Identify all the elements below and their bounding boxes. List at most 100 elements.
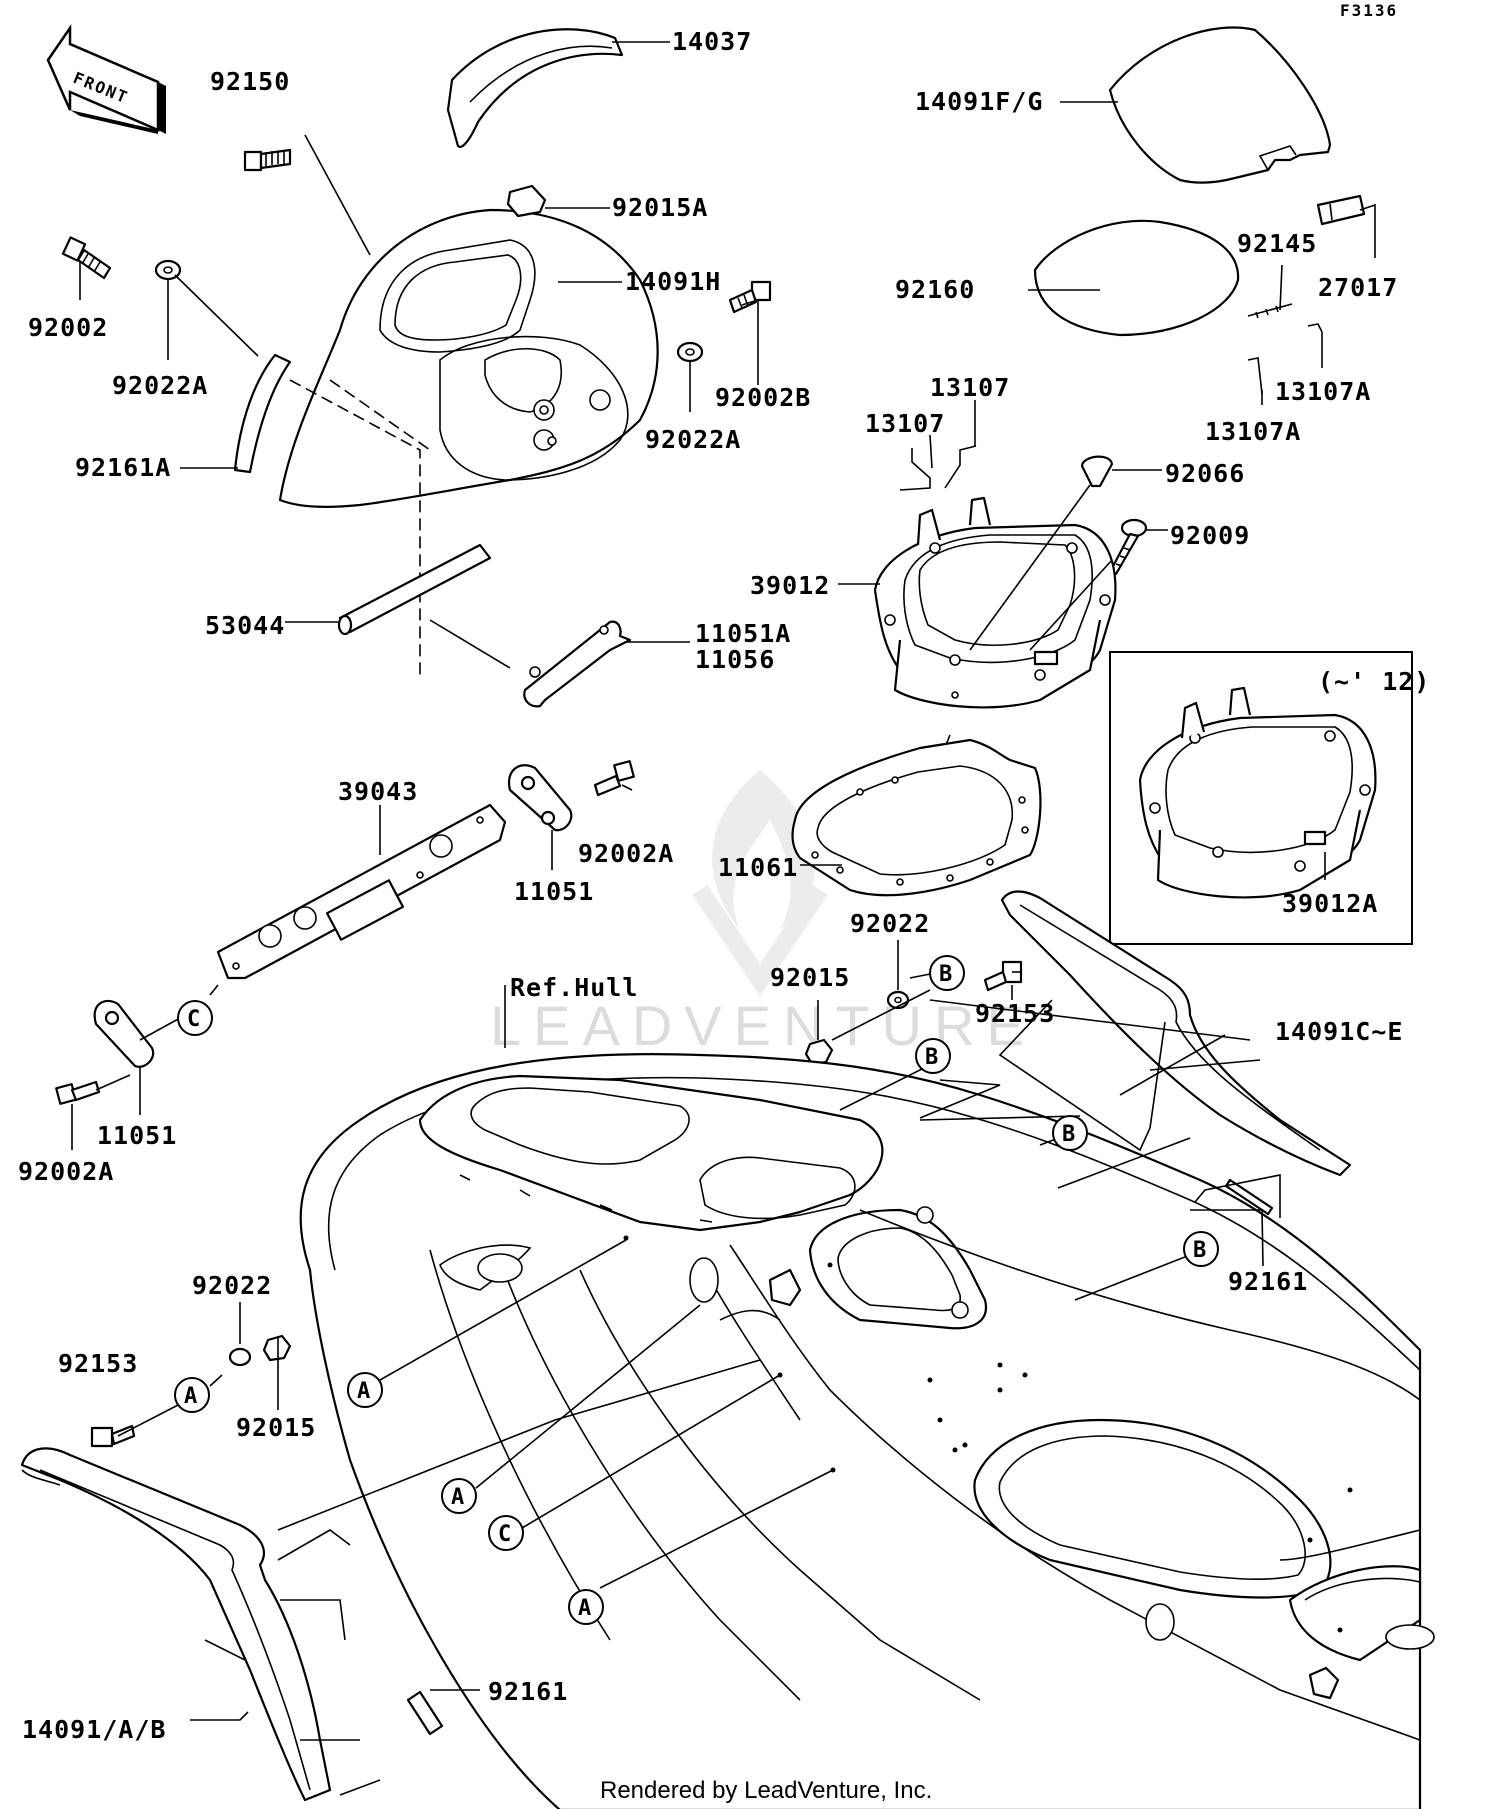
- front-arrow-icon: FRONT: [46, 23, 166, 134]
- svg-text:A: A: [184, 1384, 197, 1409]
- callout-B-1: B: [929, 955, 965, 991]
- part-92161-bottom-shape: [406, 1690, 444, 1736]
- part-11051A-11056-shape: [523, 620, 632, 708]
- svg-text:C: C: [187, 1007, 200, 1032]
- part-13107-shapes: [899, 445, 977, 491]
- part-labels: 14037 14091F/G 92150 92015A 14091H 92002…: [18, 27, 1430, 1744]
- callout-A-1: A: [174, 1377, 210, 1413]
- footer-credit: Rendered by LeadVenture, Inc.: [600, 1777, 932, 1804]
- variant-inset-box: [1109, 651, 1413, 945]
- label-39012: 39012: [750, 571, 830, 600]
- callout-B-3: B: [1052, 1115, 1088, 1151]
- label-14091FG: 14091F/G: [915, 87, 1043, 116]
- callouts: C B B B B A A A C A: [174, 955, 1219, 1625]
- label-11056: 11056: [695, 645, 775, 674]
- part-11051-top-shape: [507, 764, 573, 832]
- label-13107A-a: 13107A: [1275, 377, 1371, 406]
- callout-A-2: A: [347, 1372, 383, 1408]
- label-92066: 92066: [1165, 459, 1245, 488]
- label-92153-bot: 92153: [58, 1349, 138, 1378]
- part-14091H-shape: [278, 208, 659, 508]
- label-11051A: 11051A: [695, 619, 791, 648]
- label-92022-mid: 92022: [850, 909, 930, 938]
- part-11061-shape: [791, 738, 1042, 897]
- label-39043: 39043: [338, 777, 418, 806]
- svg-text:B: B: [939, 962, 952, 987]
- part-92066-shape: [1080, 455, 1114, 488]
- label-92161-bot: 92161: [488, 1677, 568, 1706]
- svg-text:A: A: [451, 1485, 464, 1510]
- label-14091H: 14091H: [625, 267, 721, 296]
- label-92015-mid: 92015: [770, 963, 850, 992]
- label-11051-top: 11051: [514, 877, 594, 906]
- part-92002A-top-shape: [593, 760, 635, 797]
- label-92145: 92145: [1237, 229, 1317, 258]
- label-92150: 92150: [210, 67, 290, 96]
- part-39012A-shape: [1138, 686, 1377, 899]
- label-14091AB: 14091/A/B: [22, 1715, 166, 1744]
- svg-text:B: B: [925, 1045, 938, 1070]
- callout-B-4: B: [1183, 1231, 1219, 1267]
- ref-hull-shape: [299, 1053, 1435, 1809]
- label-13107-a: 13107: [930, 373, 1010, 402]
- part-92150-shape: [243, 148, 292, 172]
- part-39043-shape: [216, 803, 507, 980]
- part-92160-shape: [1033, 219, 1240, 337]
- label-92015-bot: 92015: [236, 1413, 316, 1442]
- part-92153-mid-shape: [983, 960, 1023, 992]
- part-92153-bot-shape: [90, 1424, 136, 1448]
- part-14091FG-shape: [1108, 26, 1332, 184]
- part-92161A-shape: [233, 353, 292, 474]
- label-14037: 14037: [672, 27, 752, 56]
- svg-text:C: C: [498, 1522, 511, 1547]
- label-variant-note: (~' 12): [1318, 667, 1430, 696]
- part-92022-bot-shape: [228, 1347, 252, 1367]
- part-14037-shape: [446, 28, 624, 148]
- label-39012A: 39012A: [1282, 889, 1378, 918]
- part-92002-shape: [61, 236, 112, 280]
- part-92161-right-shape: [1224, 1178, 1274, 1216]
- label-92002: 92002: [28, 313, 108, 342]
- svg-text:B: B: [1062, 1122, 1075, 1147]
- callout-B-2: B: [915, 1038, 951, 1074]
- label-92002A-top: 92002A: [578, 839, 674, 868]
- label-27017: 27017: [1318, 273, 1398, 302]
- part-92002B-shape: [728, 280, 772, 314]
- part-92009-shape: [1108, 518, 1148, 576]
- label-ref-hull: Ref.Hull: [510, 973, 638, 1002]
- label-92161-right: 92161: [1228, 1267, 1308, 1296]
- label-92022-bot: 92022: [192, 1271, 272, 1300]
- label-53044: 53044: [205, 611, 285, 640]
- part-53044-shape: [338, 543, 492, 634]
- part-13107A-shapes: [1247, 323, 1323, 395]
- part-39012-shape: [873, 496, 1117, 709]
- part-92015-bot-shape: [262, 1334, 292, 1362]
- callout-C-lower: C: [488, 1515, 524, 1551]
- svg-text:A: A: [578, 1596, 591, 1621]
- label-11061: 11061: [718, 853, 798, 882]
- label-11051-bot: 11051: [97, 1121, 177, 1150]
- label-92160: 92160: [895, 275, 975, 304]
- leader-lines: [71, 41, 1376, 1796]
- part-92002A-bot-shape: [55, 1080, 101, 1105]
- label-13107-b: 13107: [865, 409, 945, 438]
- label-92002A-bot: 92002A: [18, 1157, 114, 1186]
- label-92022A-right: 92022A: [645, 425, 741, 454]
- svg-text:A: A: [357, 1379, 370, 1404]
- label-14091CE: 14091C~E: [1275, 1017, 1403, 1046]
- callout-C-upper: C: [177, 1000, 213, 1036]
- part-27017-shape: [1316, 194, 1366, 226]
- svg-text:B: B: [1193, 1238, 1206, 1263]
- part-92145-shape: [1247, 303, 1293, 319]
- label-92153-mid: 92153: [975, 999, 1055, 1028]
- label-92161A: 92161A: [75, 453, 171, 482]
- label-92015A: 92015A: [612, 193, 708, 222]
- callout-A-4: A: [568, 1589, 604, 1625]
- label-92022A-left: 92022A: [112, 371, 208, 400]
- label-13107A-b: 13107A: [1205, 417, 1301, 446]
- label-92009: 92009: [1170, 521, 1250, 550]
- part-14091CE-shape: [1000, 890, 1352, 1177]
- part-14091AB-shape: [20, 1447, 332, 1802]
- part-92015A-shape: [506, 184, 547, 218]
